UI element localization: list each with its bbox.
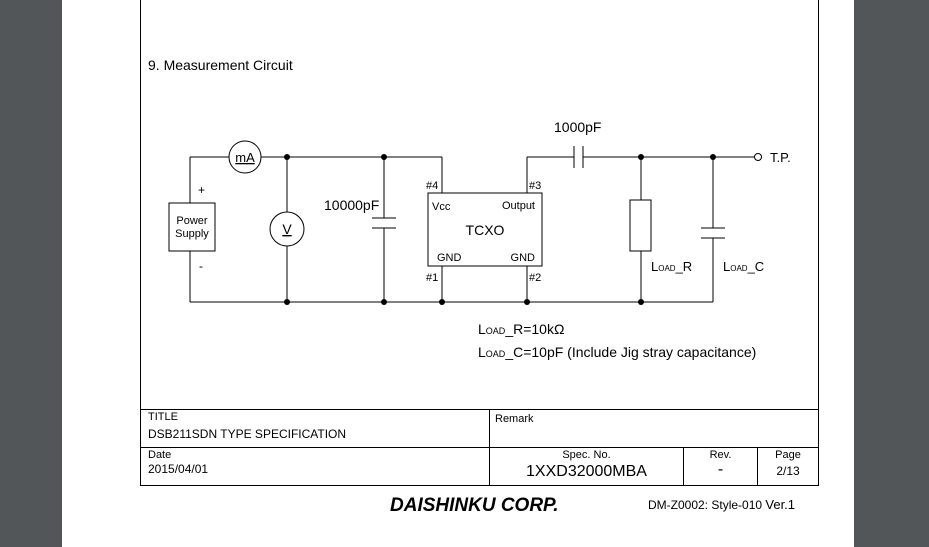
tcxo-label: TCXO	[466, 222, 505, 238]
title-label: TITLE	[148, 411, 178, 423]
junction-dot	[284, 299, 290, 305]
section-title: 9. Measurement Circuit	[148, 57, 293, 73]
bypass-capacitor-icon	[372, 217, 396, 229]
load-c-note: LOAD_C=10pF (Include Jig stray capacitan…	[478, 344, 756, 360]
title-block-divider	[489, 410, 490, 485]
title-block-divider	[757, 447, 758, 485]
rev-label: Rev.	[709, 449, 732, 461]
title-value: DSB211SDN TYPE SPECIFICATION	[148, 427, 347, 441]
measurement-circuit-diagram: Power Supply + - mA V 10000pF TCXO Vcc O…	[168, 119, 791, 360]
spec-no-label: Spec. No.	[562, 449, 611, 461]
junction-dot	[381, 299, 387, 305]
load-c-label: LOAD_C	[723, 259, 764, 274]
content-frame	[140, 0, 819, 410]
version-label: Ver.1	[765, 497, 796, 512]
output-label: Output	[502, 200, 535, 212]
voltmeter-icon	[269, 211, 305, 247]
title-block: TITLE DSB211SDN TYPE SPECIFICATION Remar…	[140, 409, 819, 486]
power-supply-label-2: Supply	[175, 228, 209, 240]
pin4-label: #4	[426, 180, 438, 192]
title-block-divider	[683, 447, 684, 485]
pin3-label: #3	[529, 180, 541, 192]
ammeter-icon	[228, 140, 262, 174]
bypass-capacitor-label: 10000pF	[324, 197, 379, 213]
test-point-icon	[754, 153, 762, 161]
power-supply-label-1: Power	[176, 215, 208, 227]
remark-label: Remark	[495, 413, 534, 425]
junction-dot	[710, 154, 716, 160]
page-label: Page	[775, 449, 801, 461]
junction-dot	[638, 299, 644, 305]
document-page: 9. Measurement Circuit	[62, 0, 854, 547]
load-r-note: LOAD_R=10kΩ	[478, 321, 564, 337]
junction-dot	[638, 154, 644, 160]
junction-dot	[439, 299, 445, 305]
company-name: DAISHINKU CORP.	[390, 495, 559, 516]
document-style-code: DM-Z0002: Style-010 Ver.1	[648, 497, 795, 512]
gnd-right-label: GND	[511, 252, 536, 264]
plus-sign: +	[198, 183, 205, 197]
test-point-label: T.P.	[770, 150, 791, 165]
date-label: Date	[148, 449, 172, 461]
voltmeter-label: V	[282, 221, 292, 237]
date-value: 2015/04/01	[148, 462, 209, 476]
ammeter-label: mA	[235, 150, 255, 165]
coupling-capacitor-label: 1000pF	[554, 119, 601, 135]
vcc-label: Vcc	[432, 201, 451, 213]
load-capacitor-icon	[701, 227, 725, 239]
junction-dot	[524, 299, 530, 305]
minus-sign: -	[199, 259, 203, 273]
title-block-divider	[141, 447, 818, 448]
gnd-left-label: GND	[437, 252, 462, 264]
pin1-label: #1	[426, 272, 438, 284]
power-supply-box	[168, 202, 216, 252]
style-code: DM-Z0002: Style-010	[648, 498, 763, 512]
spec-no-value: 1XXD32000MBA	[526, 463, 647, 480]
junction-dots	[284, 154, 716, 305]
tcxo-box	[427, 192, 543, 267]
rev-value: -	[717, 461, 724, 478]
pin2-label: #2	[529, 272, 541, 284]
page-value: 2/13	[776, 464, 800, 478]
junction-dot	[381, 154, 387, 160]
load-r-label: LOAD_R	[651, 259, 692, 274]
load-resistor-icon	[629, 199, 652, 252]
coupling-capacitor-icon	[573, 146, 584, 168]
junction-dot	[284, 154, 290, 160]
